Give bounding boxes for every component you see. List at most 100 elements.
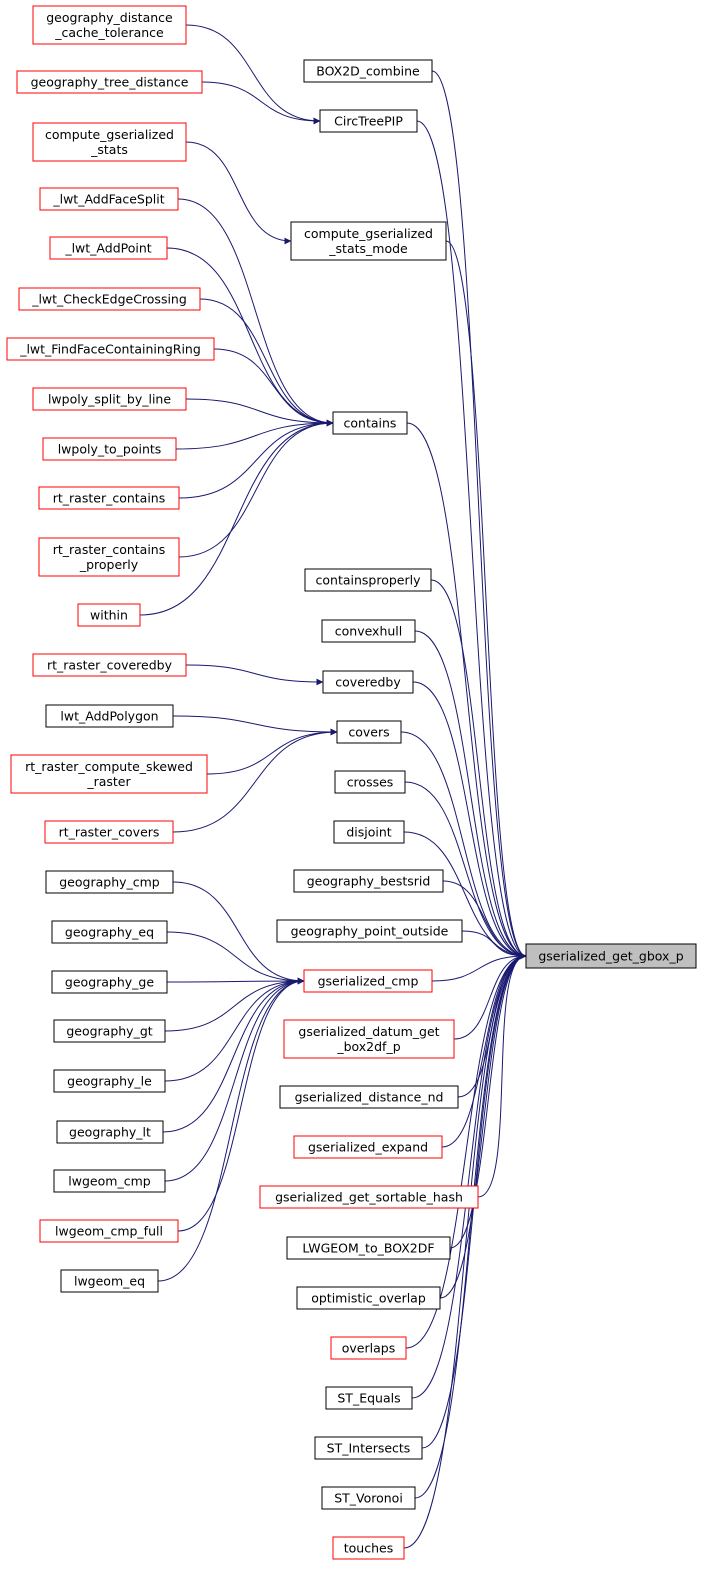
function-node-leq[interactable]: lwgeom_eq	[60, 1269, 159, 1293]
function-node-gpo[interactable]: geography_point_outside	[276, 919, 463, 943]
node-label: gserialized_cmp	[318, 974, 419, 989]
function-node-lb2d[interactable]: LWGEOM_to_BOX2DF	[286, 1236, 451, 1260]
function-node-ctp[interactable]: CircTreePIP	[319, 109, 418, 133]
call-edge-cgs-to-cgsm	[185, 141, 292, 245]
node-box	[6, 337, 215, 361]
function-node-rrcp[interactable]: rt_raster_contains_properly	[38, 537, 180, 577]
function-node-rrc[interactable]: rt_raster_contains	[38, 486, 180, 510]
node-label: _properly	[79, 557, 139, 572]
function-node-b2c[interactable]: BOX2D_combine	[303, 59, 433, 83]
function-node-rrcov[interactable]: rt_raster_covers	[44, 820, 174, 844]
call-edge-lap-to-contains	[166, 247, 334, 427]
function-node-cgsm[interactable]: compute_gserialized_stats_mode	[290, 221, 447, 261]
function-node-gsdn[interactable]: gserialized_distance_nd	[279, 1085, 459, 1109]
function-node-gse[interactable]: gserialized_expand	[293, 1135, 443, 1159]
function-node-chull[interactable]: convexhull	[321, 619, 416, 643]
call-edge-gcmp-to-gscmp	[172, 881, 305, 985]
node-label: _lwt_AddFaceSplit	[52, 192, 164, 207]
function-node-lcmpf[interactable]: lwgeom_cmp_full	[39, 1219, 179, 1243]
function-node-steq[interactable]: ST_Equals	[325, 1386, 413, 1410]
function-node-covby[interactable]: coveredby	[322, 670, 414, 694]
node-box	[321, 619, 416, 643]
node-label: rt_raster_coveredby	[47, 658, 173, 673]
function-node-lafs[interactable]: _lwt_AddFaceSplit	[39, 187, 179, 211]
function-node-stint[interactable]: ST_Intersects	[314, 1436, 423, 1460]
function-node-ggt[interactable]: geography_gt	[53, 1019, 166, 1043]
function-node-covers[interactable]: covers	[336, 720, 402, 744]
function-node-gsdgb[interactable]: gserialized_datum_get_box2df_p	[283, 1019, 455, 1059]
function-node-lffcr[interactable]: _lwt_FindFaceContainingRing	[6, 337, 215, 361]
call-edge-rrcp-to-contains	[178, 419, 334, 558]
call-edge-gle-to-gscmp	[164, 977, 305, 1082]
node-box	[53, 1169, 166, 1193]
function-node-cgs[interactable]: compute_gserialized_stats	[32, 122, 187, 162]
node-label: BOX2D_combine	[316, 64, 420, 79]
node-label: lwgeom_cmp	[68, 1174, 150, 1189]
function-node-touches[interactable]: touches	[332, 1536, 405, 1560]
node-box	[334, 770, 406, 794]
node-label: geography_tree_distance	[31, 75, 189, 90]
function-node-gle[interactable]: geography_le	[53, 1069, 166, 1093]
function-node-overlaps[interactable]: overlaps	[330, 1336, 407, 1360]
function-node-lwap[interactable]: lwt_AddPolygon	[45, 704, 174, 728]
function-node-lcmp[interactable]: lwgeom_cmp	[53, 1169, 166, 1193]
node-label: rt_raster_contains	[53, 491, 166, 506]
node-box	[303, 59, 433, 83]
call-edge-rrcb-to-covby	[185, 664, 324, 686]
node-label: _lwt_AddPoint	[64, 241, 151, 256]
node-box	[319, 109, 418, 133]
call-edge-leq-to-gscmp	[157, 977, 305, 1282]
node-label: gserialized_get_gbox_p	[538, 949, 683, 964]
node-label: rt_raster_covers	[59, 825, 160, 840]
function-node-rrcb[interactable]: rt_raster_coveredby	[32, 653, 187, 677]
function-node-disjoint[interactable]: disjoint	[333, 820, 405, 844]
node-label: geography_gt	[66, 1024, 152, 1039]
node-box	[51, 970, 168, 994]
function-node-rrcsr[interactable]: rt_raster_compute_skewed_raster	[10, 754, 208, 794]
function-node-gbs[interactable]: geography_bestsrid	[293, 869, 444, 893]
call-edge-covby-to-target	[412, 681, 527, 960]
call-edge-lcmpf-to-gscmp	[177, 977, 305, 1232]
node-box	[333, 820, 405, 844]
node-box	[42, 437, 177, 461]
node-label: convexhull	[335, 624, 403, 639]
function-node-stv[interactable]: ST_Voronoi	[321, 1486, 416, 1510]
target-function-node[interactable]: gserialized_get_gbox_p	[525, 943, 697, 969]
function-node-gscmp[interactable]: gserialized_cmp	[303, 969, 433, 993]
function-node-ltp[interactable]: lwpoly_to_points	[42, 437, 177, 461]
function-node-lsbl[interactable]: lwpoly_split_by_line	[32, 387, 187, 411]
function-node-gcmp[interactable]: geography_cmp	[45, 870, 174, 894]
node-box	[44, 820, 174, 844]
function-node-gsgsh[interactable]: gserialized_get_sortable_hash	[259, 1185, 479, 1209]
function-node-oo[interactable]: optimistic_overlap	[296, 1286, 441, 1310]
node-box	[525, 943, 697, 969]
function-node-lap[interactable]: _lwt_AddPoint	[49, 236, 168, 260]
call-edge-ggt-to-gscmp	[164, 977, 305, 1032]
function-node-cprop[interactable]: containsproperly	[304, 568, 432, 592]
node-label: lwpoly_to_points	[58, 442, 162, 457]
call-edge-touches-to-target	[403, 952, 527, 1549]
function-nodes: geography_distance_cache_tolerancegeogra…	[6, 5, 697, 1560]
node-label: coveredby	[335, 675, 401, 690]
function-node-glt[interactable]: geography_lt	[56, 1120, 164, 1144]
node-box	[53, 1019, 166, 1043]
function-node-lcec[interactable]: _lwt_CheckEdgeCrossing	[18, 287, 201, 311]
function-node-geq[interactable]: geography_eq	[51, 920, 168, 944]
function-node-gtd[interactable]: geography_tree_distance	[16, 70, 203, 94]
node-box	[49, 236, 168, 260]
node-box	[32, 653, 187, 677]
call-edge-ltp-to-contains	[175, 419, 334, 450]
function-node-crosses[interactable]: crosses	[334, 770, 406, 794]
node-label: ST_Intersects	[327, 1441, 411, 1456]
node-box	[45, 870, 174, 894]
node-label: gserialized_expand	[308, 1140, 428, 1155]
function-node-gdct[interactable]: geography_distance_cache_tolerance	[32, 5, 187, 45]
function-node-within[interactable]: within	[77, 603, 141, 627]
node-label: geography_le	[67, 1074, 152, 1089]
call-edge-cprop-to-target	[430, 579, 527, 960]
function-node-gge[interactable]: geography_ge	[51, 970, 168, 994]
call-edge-within-to-contains	[139, 419, 334, 616]
function-node-contains[interactable]: contains	[332, 411, 408, 435]
node-label: _stats_mode	[328, 241, 408, 256]
call-edge-steq-to-target	[411, 952, 527, 1399]
